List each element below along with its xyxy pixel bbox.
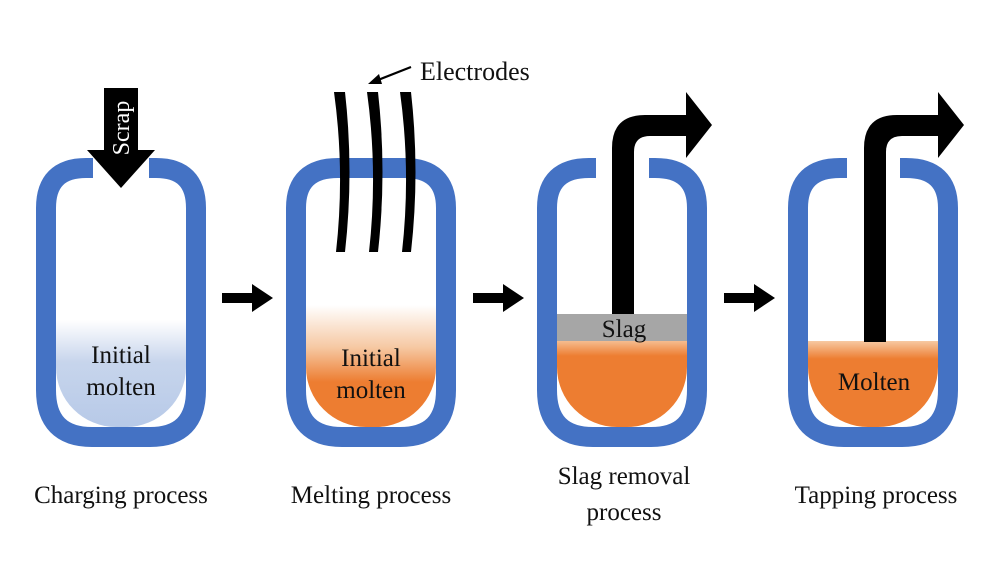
initial-molten-fill-2 [306,305,436,427]
flow-arrow-3-icon [724,284,775,312]
electrodes-label: Electrodes [420,57,530,86]
caption-charging: Charging process [34,482,208,509]
tapping-arrow-icon [864,92,964,342]
molten-fill-4 [808,341,938,427]
caption-slag-removal-line1: Slag removal [558,463,691,490]
electrodes-pointer [377,65,412,82]
vessel-charging: Scrap Initial molten [36,88,206,447]
electrodes-pointer-head-icon [368,74,382,84]
vessel-wall-3 [537,158,707,447]
vessel-tapping: Molten [788,92,964,447]
vessel-wall-1 [36,158,206,447]
vessel-wall-2 [286,158,456,447]
molten-fill-3 [557,338,687,427]
vessel-slag-removal: Slag [537,92,712,447]
caption-tapping: Tapping process [795,482,958,509]
vessel-wall-4 [788,158,958,447]
electrode-2-icon [367,92,383,252]
caption-slag-removal-line2: process [587,499,662,526]
initial-molten-label-2a: Initial [341,345,401,372]
slag-extraction-arrow-icon [612,92,712,314]
initial-molten-label-2b: molten [336,377,406,404]
flow-arrow-1-icon [222,284,273,312]
caption-melting: Melting process [291,482,451,509]
slag-label: Slag [602,316,647,343]
scrap-arrow-icon [87,88,155,188]
initial-molten-fill-1 [56,320,186,427]
electrode-3-icon [400,92,416,252]
molten-label: Molten [838,369,911,396]
slag-layer [557,314,687,341]
initial-molten-label-1a: Initial [91,342,151,369]
scrap-label: Scrap [109,101,135,156]
initial-molten-label-1b: molten [86,374,156,401]
electrode-1-icon [334,92,350,252]
flow-arrow-2-icon [473,284,524,312]
vessel-melting: Electrodes Initial molten [286,57,530,447]
